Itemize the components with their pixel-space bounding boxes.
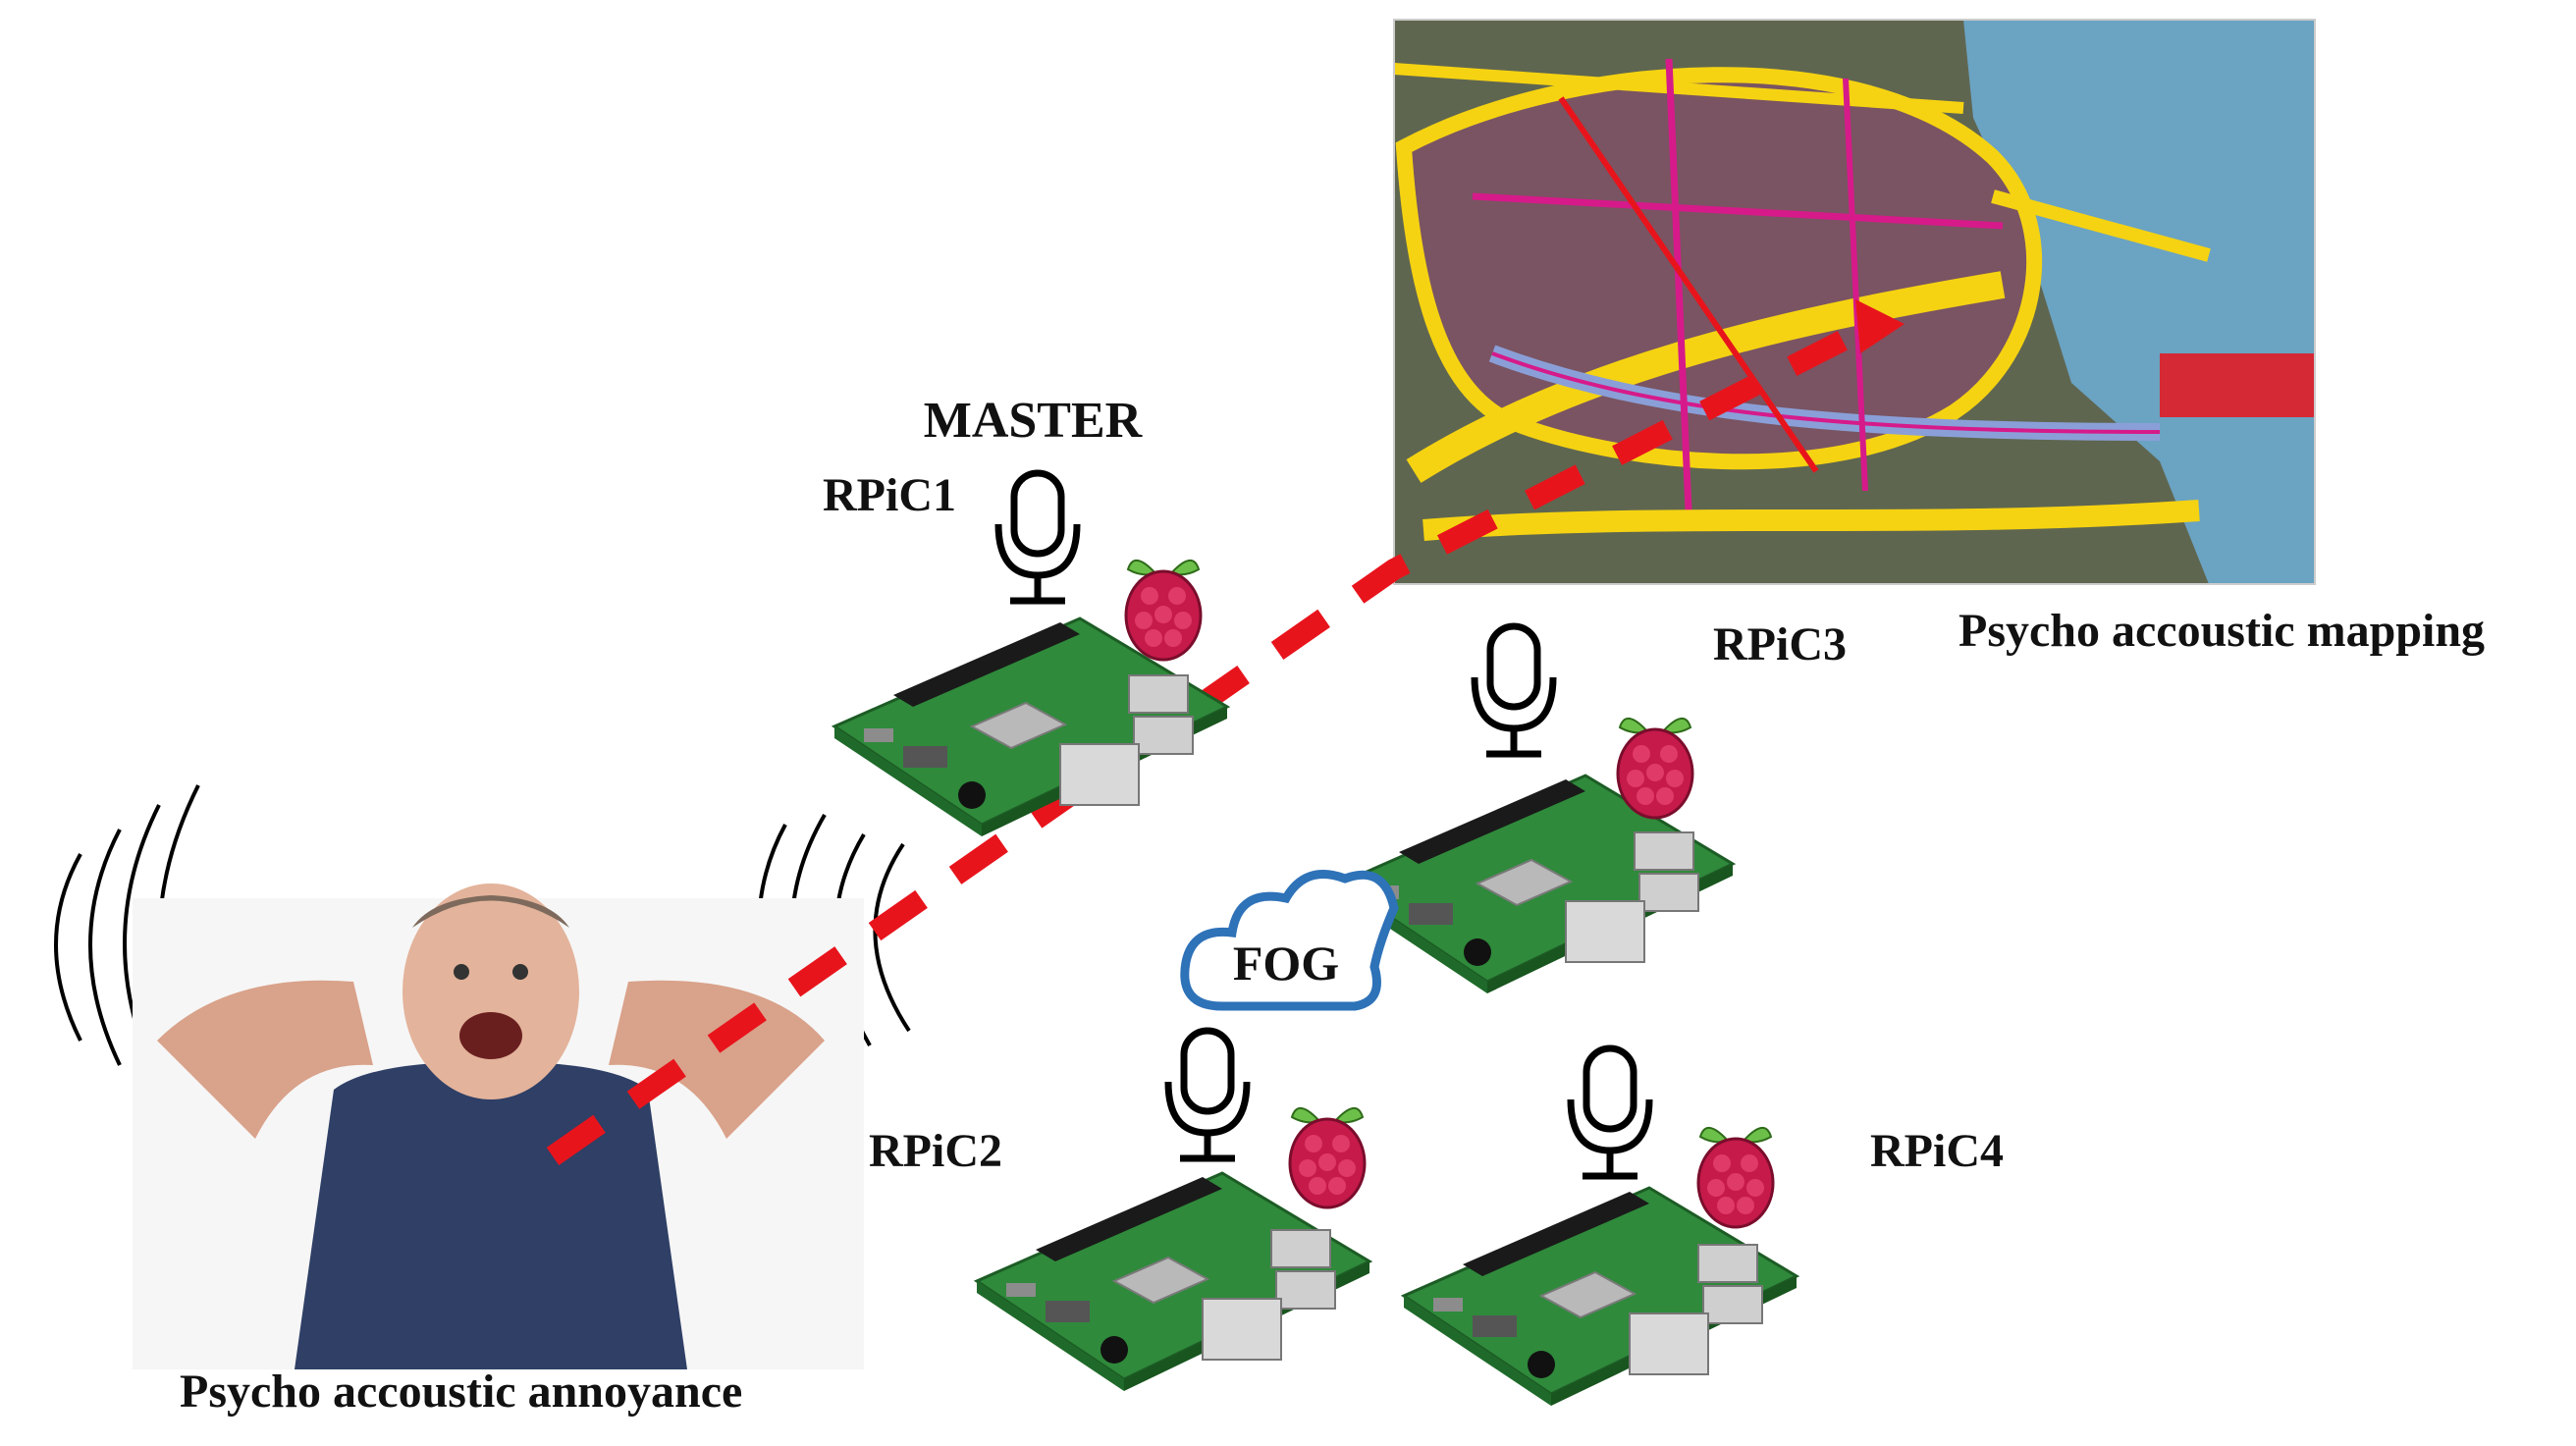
- data-flow-path: [546, 299, 1905, 1166]
- microphone-icon: [1168, 1031, 1247, 1158]
- rpic2-board: [975, 1171, 1371, 1393]
- microphone-icon: [998, 473, 1077, 601]
- microphone-icon: [1571, 1048, 1649, 1176]
- annoyance-caption: Psycho accoustic annoyance: [180, 1366, 742, 1418]
- rpic3-label: RPiC3: [1713, 618, 1847, 670]
- master-label: MASTER: [924, 393, 1144, 449]
- raspberry-pi-logo-icon: [1616, 717, 1694, 820]
- microphone-icon: [1475, 626, 1553, 754]
- rpic1-label: RPiC1: [823, 469, 956, 521]
- cloud-icon: [1180, 870, 1399, 1011]
- annoyed-person-photo: [133, 884, 864, 1369]
- raspberry-pi-logo-icon: [1124, 559, 1203, 662]
- fog-label: FOG: [1233, 936, 1339, 991]
- rpic2-label: RPiC2: [869, 1125, 1002, 1177]
- raspberry-pi-logo-icon: [1288, 1106, 1367, 1209]
- rpic4-label: RPiC4: [1870, 1125, 2004, 1177]
- mapping-caption: Psycho accoustic mapping: [1959, 605, 2485, 657]
- raspberry-pi-logo-icon: [1696, 1126, 1775, 1229]
